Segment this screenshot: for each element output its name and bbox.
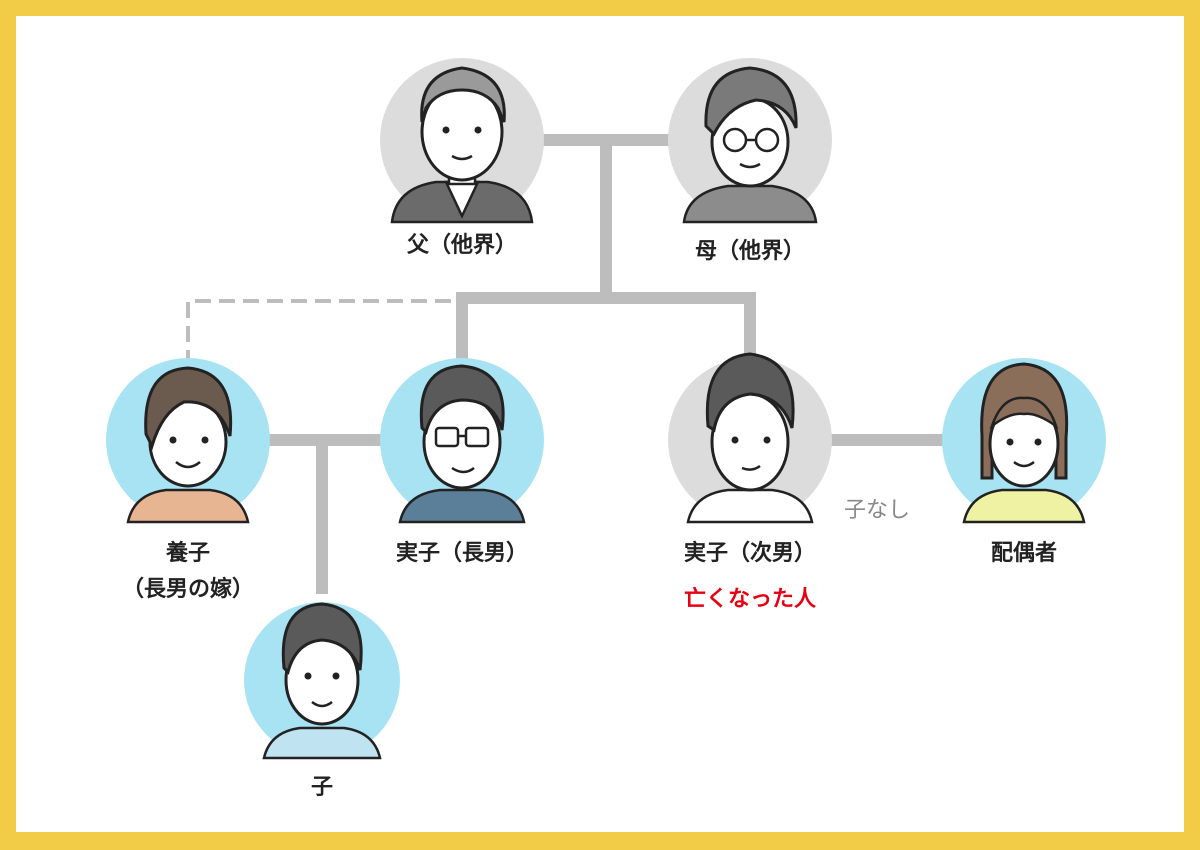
adopted-child-label: 養子 xyxy=(165,541,210,566)
spouse-label: 配偶者 xyxy=(990,541,1057,566)
eldest-son-avatar xyxy=(380,358,544,524)
mother-label: 母（他界） xyxy=(694,239,805,264)
second-son-label: 実子（次男） xyxy=(683,541,816,566)
father-avatar xyxy=(380,58,544,224)
grandchild-avatar xyxy=(244,602,400,760)
eldest-son-label: 実子（長男） xyxy=(395,541,528,566)
family-tree-diagram xyxy=(106,58,1106,760)
adoption-dashed-line xyxy=(186,299,456,366)
spouse-avatar xyxy=(942,358,1106,524)
diagram-frame: 父（他界） 母（他界） 養子 （長男の嫁） 実子（長男） 実子（次男） 亡くなっ… xyxy=(16,16,1184,832)
adopted-child-sublabel: （長男の嫁） xyxy=(121,577,254,602)
no-children-note: 子なし xyxy=(844,498,911,523)
mother-avatar xyxy=(668,58,832,224)
grandchild-label: 子 xyxy=(310,775,333,800)
adopted-child-avatar xyxy=(106,358,270,524)
connector-lines xyxy=(266,134,946,594)
second-son-avatar xyxy=(668,352,832,524)
deceased-note: 亡くなった人 xyxy=(683,587,816,612)
father-label: 父（他界） xyxy=(406,233,517,258)
